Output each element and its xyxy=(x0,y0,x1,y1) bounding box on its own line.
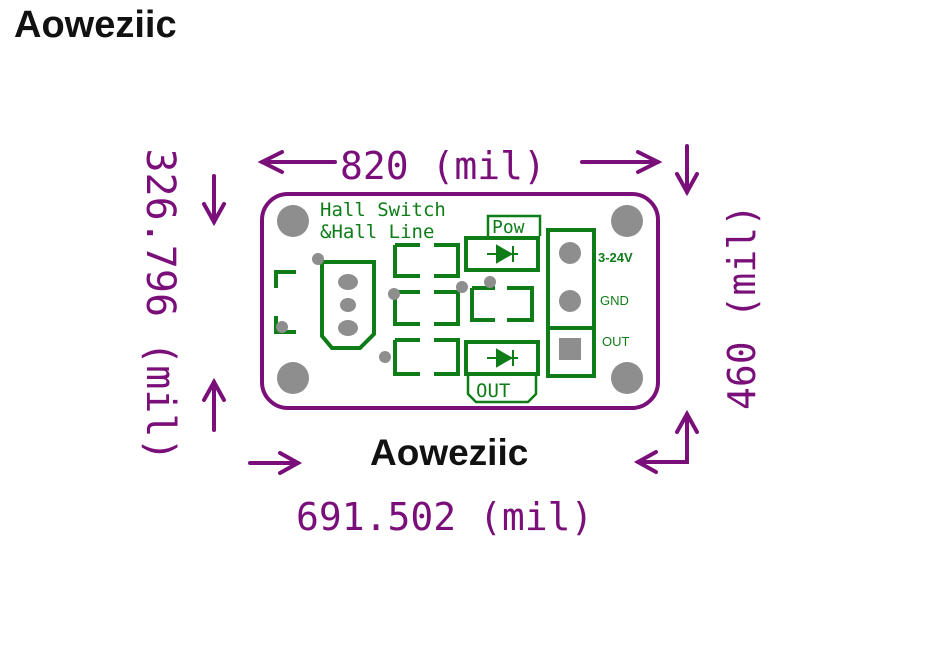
silk-title-line1: Hall Switch xyxy=(320,199,446,221)
brand-title-top: Aoweziic xyxy=(14,4,177,46)
arrow-bottom-right-elbow xyxy=(636,412,689,464)
brand-title-bottom: Aoweziic xyxy=(370,432,529,473)
silk-out-label: OUT xyxy=(476,380,510,402)
dimension-height-right: 460 (mil) xyxy=(720,204,764,410)
pin-label-gnd: GND xyxy=(600,293,629,308)
dimension-width-bottom: 691.502 (mil) xyxy=(296,495,594,539)
out-label-frame xyxy=(466,376,538,404)
silk-pow-label: Pow xyxy=(492,217,525,238)
board-outline xyxy=(260,192,660,410)
connector-bracket-left xyxy=(274,270,296,288)
mounting-hole-bottom-right xyxy=(611,362,643,394)
mounting-hole-top-right xyxy=(611,205,643,237)
passive-r1 xyxy=(393,243,460,278)
pin-header-frame xyxy=(546,228,596,378)
led-out-box xyxy=(464,340,540,376)
silk-title-line2: &Hall Line xyxy=(320,221,434,243)
led-pow-box xyxy=(464,236,540,272)
mounting-holes xyxy=(277,205,643,394)
passive-r3 xyxy=(393,338,460,376)
pow-label-frame xyxy=(486,214,542,236)
mounting-hole-top-left xyxy=(277,205,309,237)
hall-sensor-body xyxy=(320,260,376,350)
dimension-arrows xyxy=(202,144,699,475)
pin-label-vin: 3-24V xyxy=(598,250,633,265)
pin-label-out: OUT xyxy=(602,334,630,349)
silkscreen-layer xyxy=(274,214,596,404)
component-pads xyxy=(276,242,581,363)
dimension-height-left: 326.796 (mil) xyxy=(137,148,183,462)
passive-r2 xyxy=(393,290,460,326)
dimension-width-top: 820 (mil) xyxy=(340,144,546,188)
mounting-hole-bottom-left xyxy=(277,362,309,394)
passive-r4 xyxy=(470,286,534,322)
diode-symbols xyxy=(487,244,518,368)
